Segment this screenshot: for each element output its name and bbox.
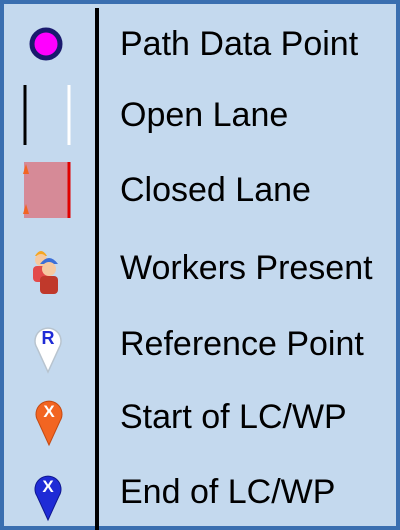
legend-label: Open Lane	[120, 96, 289, 134]
legend-item-path-data-point: Path Data Point	[4, 14, 396, 74]
legend-label: Closed Lane	[120, 171, 311, 209]
legend-label: Workers Present	[120, 249, 373, 287]
reference-pin-icon: R	[4, 314, 95, 374]
legend-item-closed-lane: Closed Lane	[4, 160, 396, 220]
pin-letter: X	[43, 402, 55, 421]
workers-icon	[4, 238, 95, 298]
magenta-circle-icon	[4, 14, 95, 74]
pin-letter: R	[42, 328, 55, 348]
legend-item-reference-point: R Reference Point	[4, 314, 396, 374]
legend-item-workers-present: Workers Present	[4, 238, 396, 298]
end-pin-icon: X	[4, 462, 95, 522]
legend-label: Path Data Point	[120, 25, 359, 63]
legend-item-end: X End of LC/WP	[4, 462, 396, 522]
legend-label: Start of LC/WP	[120, 398, 347, 436]
legend-label: End of LC/WP	[120, 473, 336, 511]
legend-item-start: X Start of LC/WP	[4, 387, 396, 447]
legend-label: Reference Point	[120, 325, 364, 363]
legend-item-open-lane: Open Lane	[4, 85, 396, 145]
pin-letter: X	[42, 477, 54, 496]
divider-line	[95, 8, 99, 530]
closed-lane-icon	[4, 160, 95, 220]
start-pin-icon: X	[4, 387, 95, 447]
open-lane-icon	[4, 85, 95, 145]
